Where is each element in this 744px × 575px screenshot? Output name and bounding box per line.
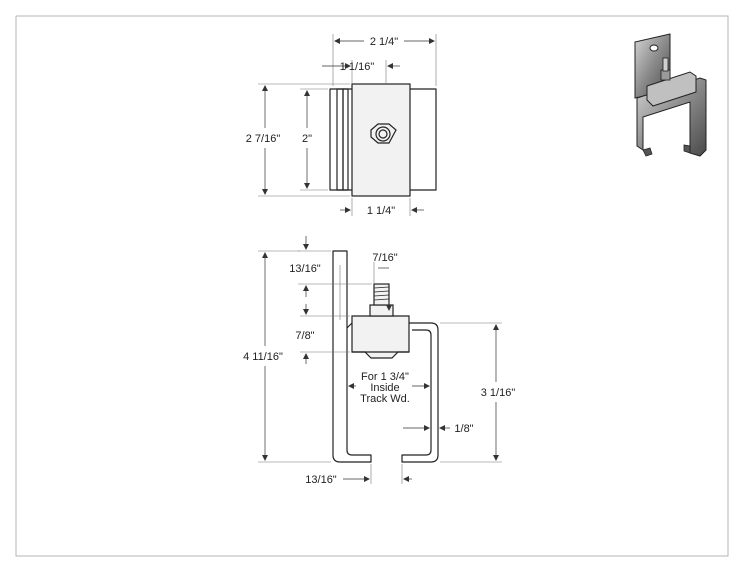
track-note-line2: Inside	[370, 382, 399, 394]
side-dimension-lines	[258, 236, 502, 484]
dim-top-center-width: 1 1/16"	[340, 61, 375, 73]
dim-plate-top: 13/16"	[289, 263, 321, 275]
bolt-icon	[375, 126, 391, 142]
dim-top-width: 2 1/4"	[370, 36, 398, 48]
dim-top-outer-height: 2 7/16"	[246, 133, 281, 145]
dim-block-height: 7/8"	[295, 330, 314, 342]
bracket-3d-icon	[634, 33, 707, 157]
track-note-line1: For 1 3/4"	[361, 371, 409, 383]
dim-channel-height: 3 1/16"	[481, 387, 516, 399]
dim-total-height: 4 11/16"	[243, 351, 283, 363]
dim-wall-thickness: 1/8"	[454, 423, 473, 435]
dim-top-base-width: 1 1/4"	[367, 205, 395, 217]
dim-bottom-gap: 13/16"	[305, 474, 337, 486]
dim-top-inner-height: 2"	[302, 133, 312, 145]
track-note-line3: Track Wd.	[360, 393, 410, 405]
side-view	[332, 250, 439, 463]
top-dimension-lines	[258, 34, 437, 216]
page-frame	[15, 15, 729, 557]
dim-nut-offset: 7/16"	[372, 252, 397, 264]
top-view	[329, 83, 437, 197]
